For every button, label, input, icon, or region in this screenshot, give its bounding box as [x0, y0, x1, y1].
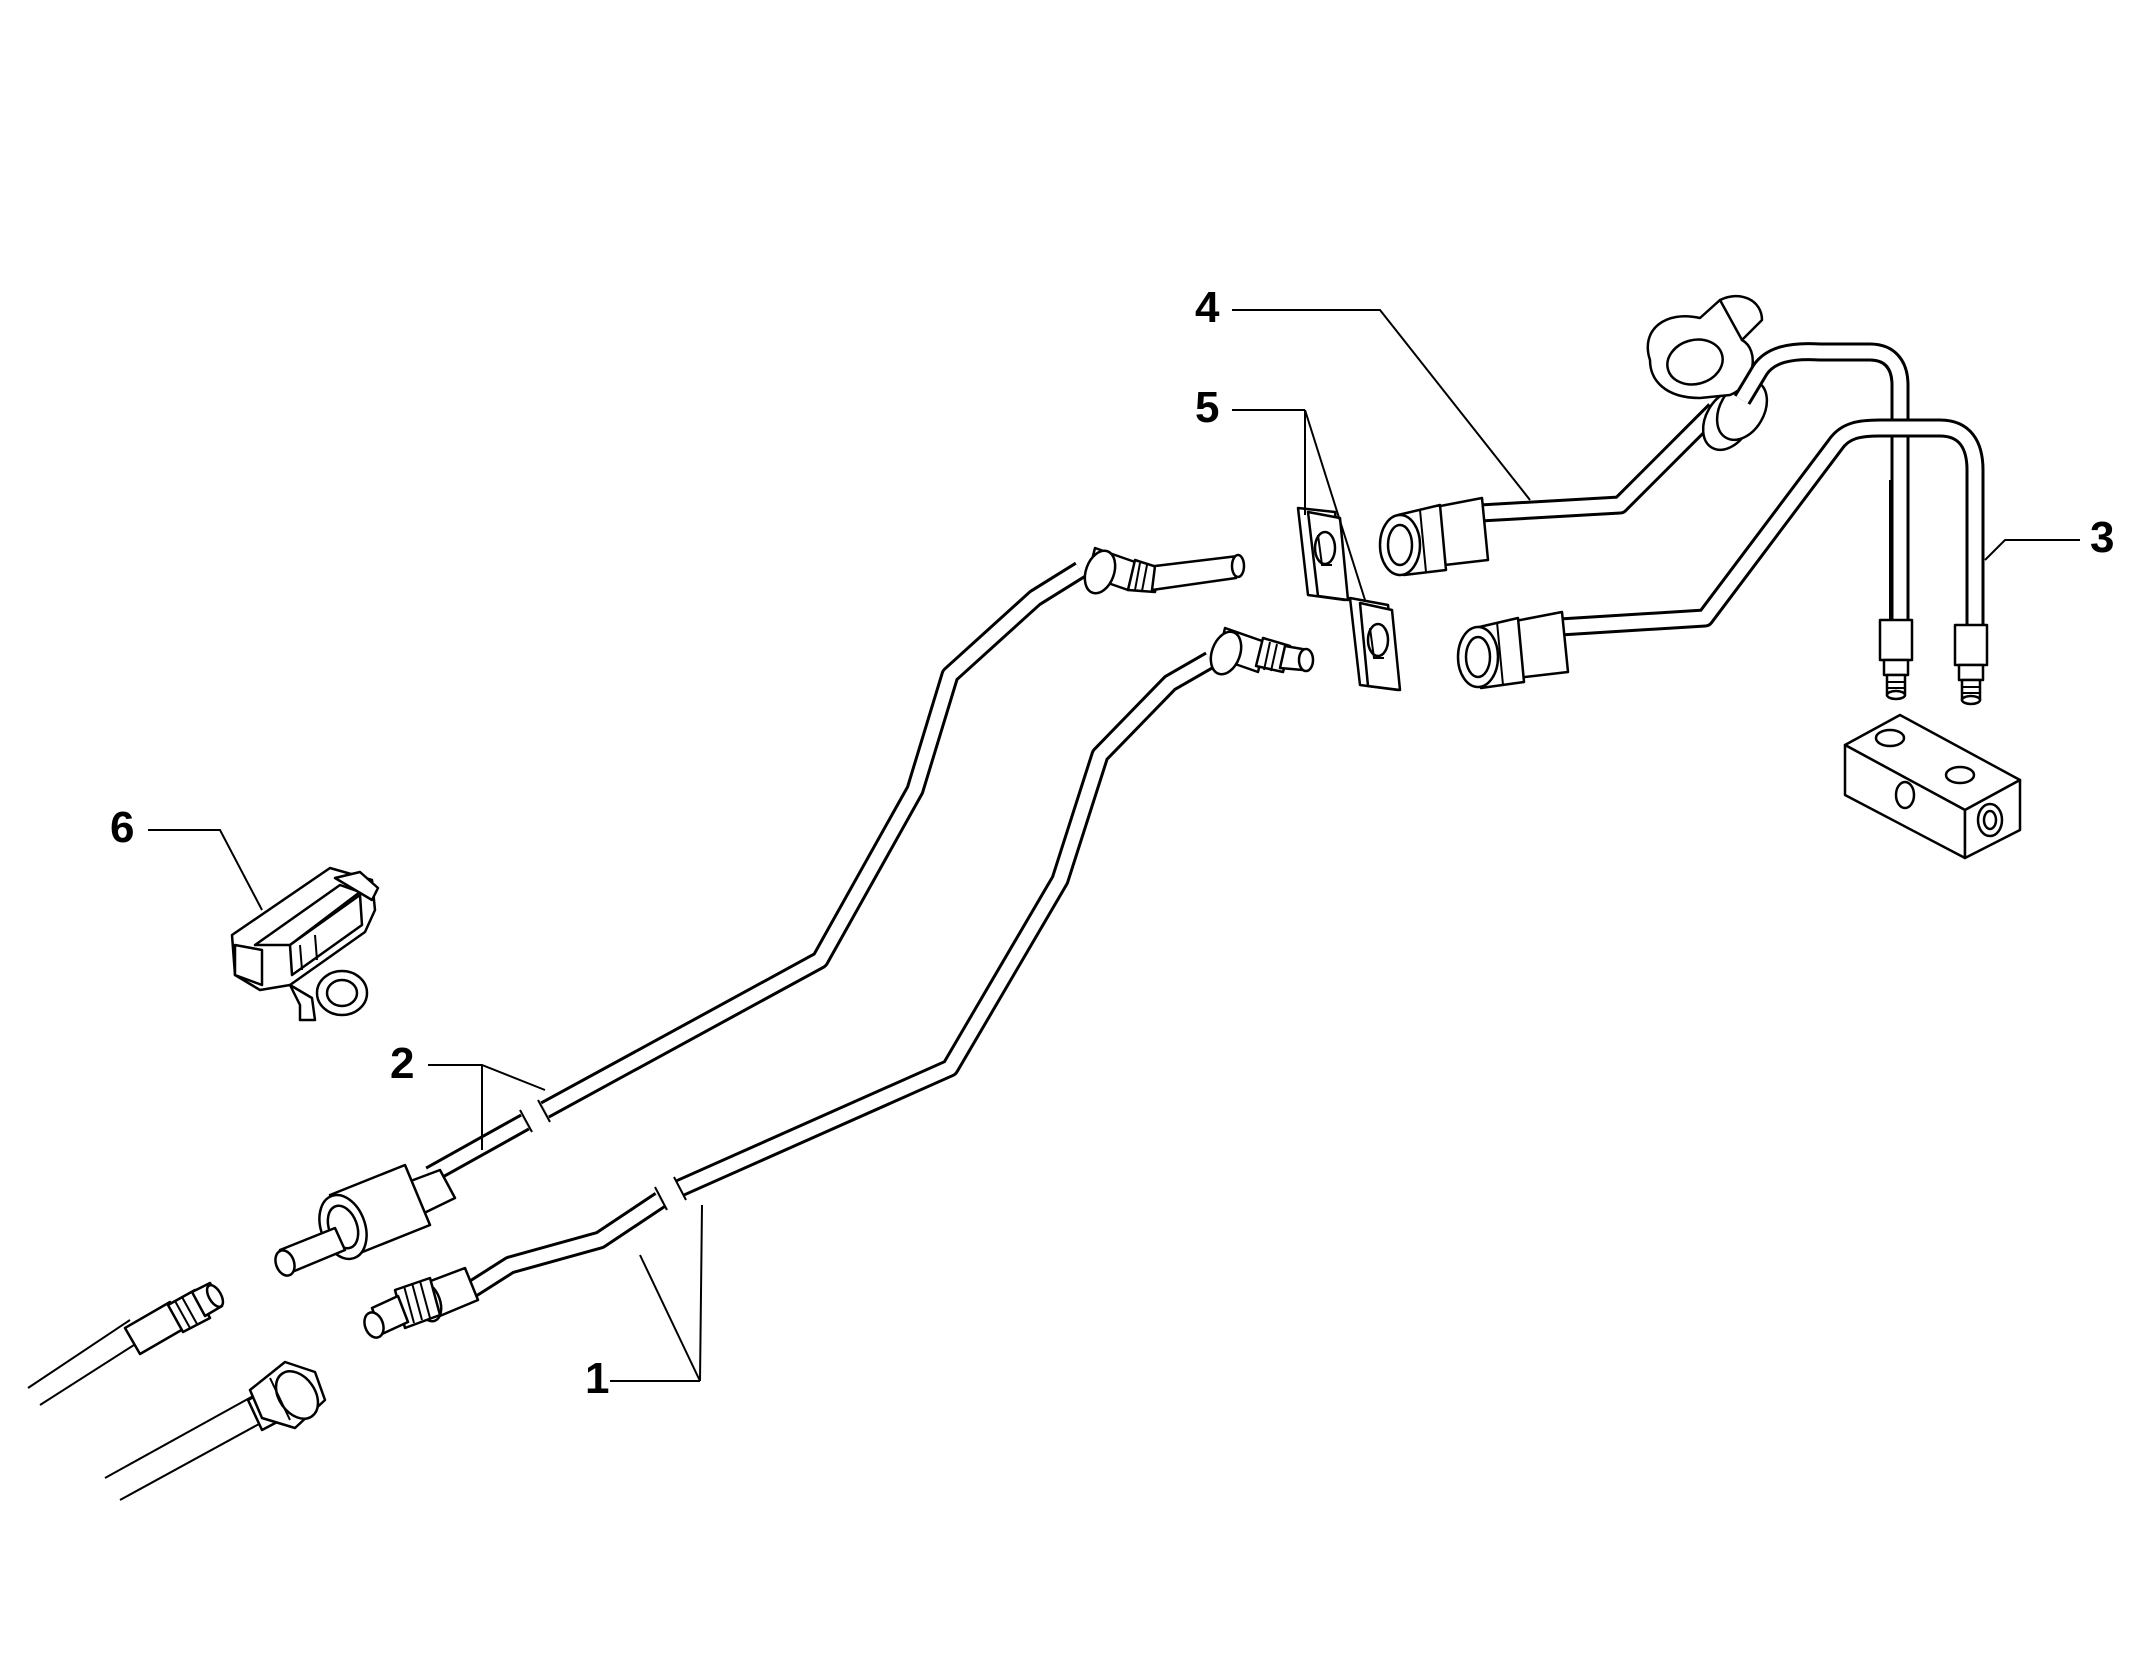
pipe-4-clip: [1646, 294, 1764, 400]
pipe-2-upper-fitting: [1083, 546, 1246, 595]
pipe-2-flare-nut: [274, 1163, 457, 1277]
pipe-3[interactable]: [1456, 418, 1985, 690]
clip-5b[interactable]: [1348, 596, 1402, 692]
callout-4: 4: [1195, 283, 1531, 501]
callout-6-label: 6: [110, 803, 134, 852]
pipe-3-end-fitting: [1953, 623, 1989, 706]
callout-4-label: 4: [1195, 283, 1220, 332]
pipe-4-fitting: [1378, 496, 1490, 577]
callout-6: 6: [110, 803, 263, 911]
callout-2: 2: [390, 1039, 546, 1150]
callout-1: 1: [585, 1204, 703, 1403]
pipe-holder-6[interactable]: [230, 866, 380, 1022]
clip-5a[interactable]: [1296, 506, 1350, 602]
pipe-1[interactable]: [361, 626, 1315, 1341]
pipe-3-fitting: [1456, 610, 1570, 690]
pipe-1-upper-fitting: [1209, 626, 1315, 676]
callout-5: 5: [1195, 383, 1366, 601]
existing-hose-right: [104, 1360, 327, 1501]
pipe-1-lower-fitting: [363, 1266, 480, 1339]
distribution-block: [1843, 713, 2022, 860]
pipe-2[interactable]: [272, 546, 1246, 1279]
pipe-4[interactable]: [1378, 294, 1910, 630]
callout-2-label: 2: [390, 1039, 414, 1088]
callout-5-label: 5: [1195, 383, 1219, 432]
callout-3-label: 3: [2090, 513, 2114, 562]
pipe-4-end-fitting: [1878, 480, 1914, 701]
callout-3: 3: [1984, 513, 2114, 562]
existing-hose-left: [27, 1281, 225, 1406]
callout-1-label: 1: [585, 1354, 609, 1403]
